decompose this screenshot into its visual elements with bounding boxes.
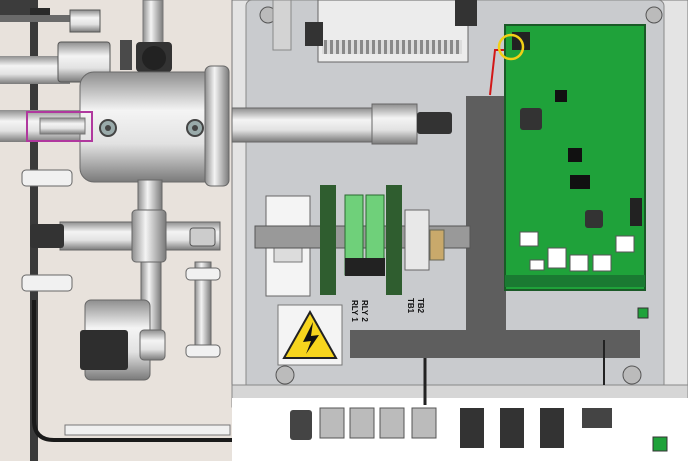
relay-labels: RLY 1 RLY 2 TB1 TB2 bbox=[350, 298, 425, 322]
sensor-connector bbox=[30, 224, 64, 248]
highlight-yellow bbox=[497, 33, 525, 61]
lightning-icon bbox=[303, 322, 319, 354]
cable-duct bbox=[466, 96, 506, 336]
probe-shaft bbox=[231, 107, 373, 143]
label-tb1: TB1 bbox=[406, 298, 415, 314]
label-rly2: RLY 2 bbox=[360, 300, 369, 322]
cable-duct-horizontal bbox=[350, 330, 640, 358]
cable-glands bbox=[290, 407, 612, 448]
label-rly1: RLY 1 bbox=[350, 300, 359, 322]
cylinder-flange bbox=[204, 65, 230, 187]
label-tb2: TB2 bbox=[416, 298, 425, 314]
highlight-purple bbox=[26, 111, 93, 142]
